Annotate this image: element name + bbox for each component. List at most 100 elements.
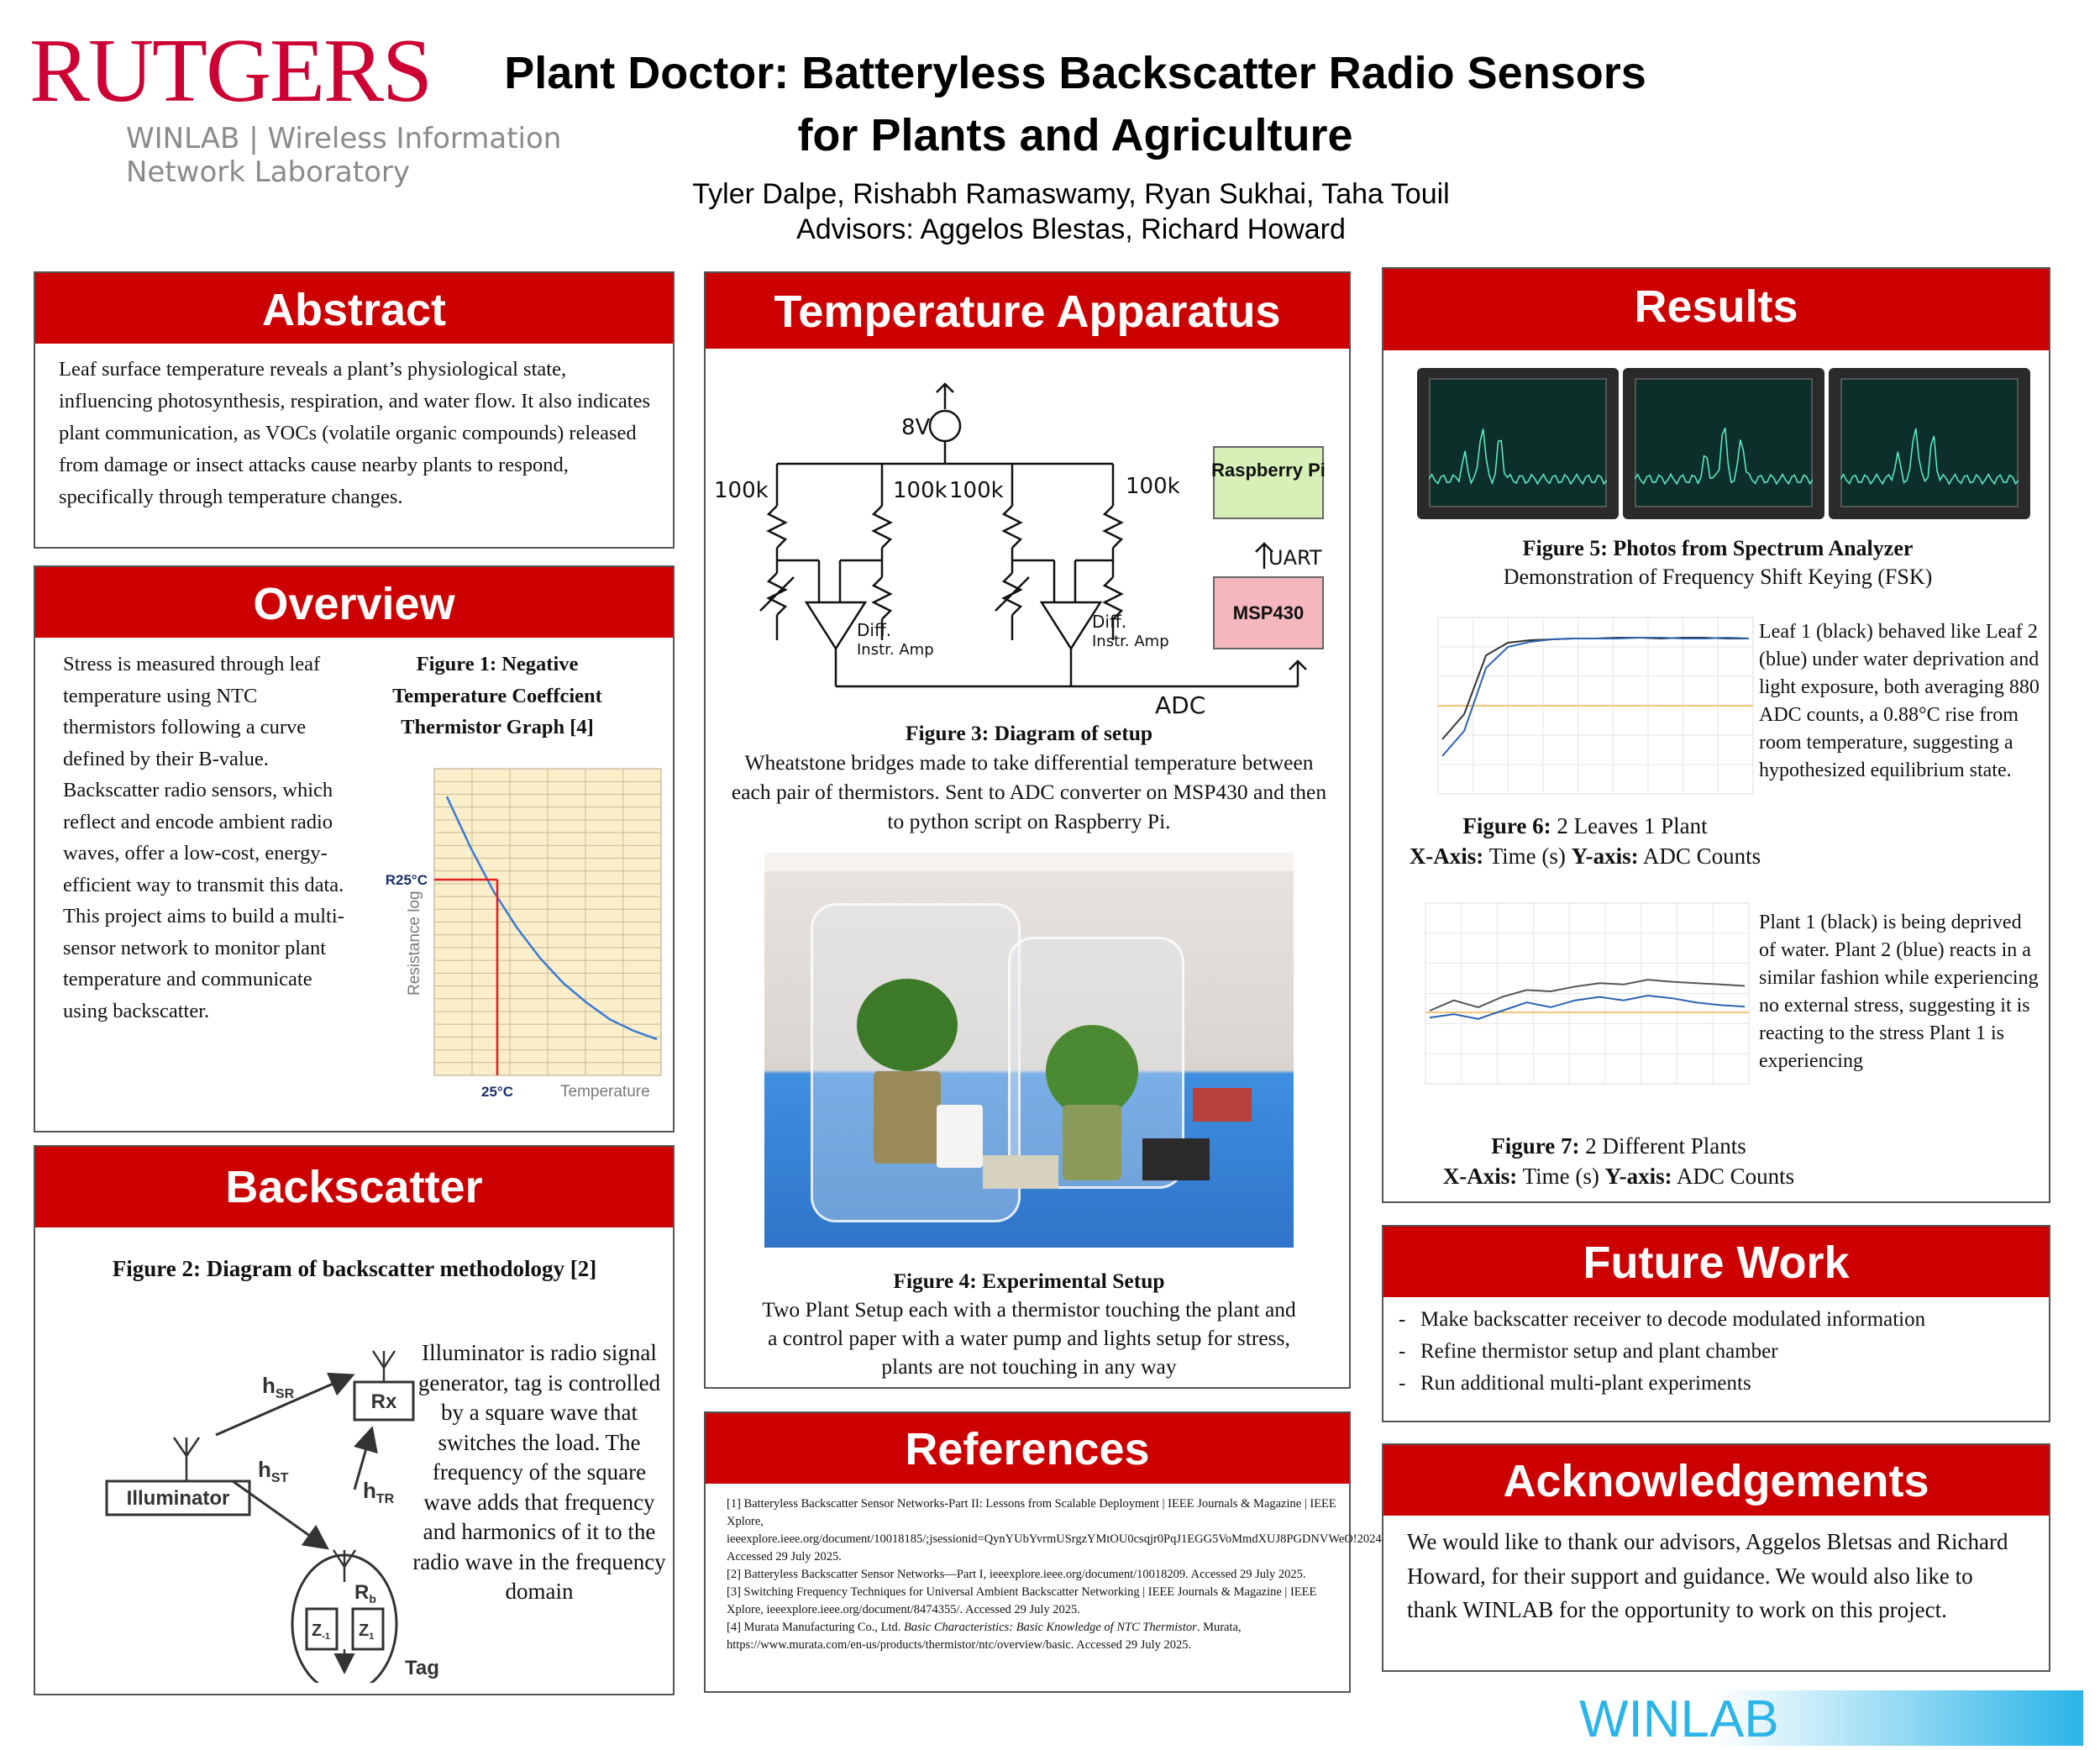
fig6-series-blue xyxy=(1441,636,1750,757)
resistor-label-3: 100k xyxy=(949,478,1004,503)
diff-label-1: Diff. xyxy=(857,620,891,640)
diff-label-2: Diff. xyxy=(1092,612,1126,632)
msp430-label: MSP430 xyxy=(1233,602,1304,623)
circuit-board-2 xyxy=(1142,1138,1210,1180)
authors: Tyler Dalpe, Rishabh Ramaswamy, Ryan Suk… xyxy=(692,178,1450,210)
fig7-series-black xyxy=(1429,979,1746,1012)
temperature-panel: Temperature Apparatus xyxy=(704,271,1351,1389)
circuit-board-1 xyxy=(983,1155,1058,1189)
plant-right xyxy=(1046,1025,1138,1117)
resistor-label-2: 100k xyxy=(893,478,948,503)
fig6-axes-line: X-Axis: Time (s) Y-axis: ADC Counts xyxy=(1409,843,1761,869)
hst-arrow xyxy=(232,1479,329,1550)
backscatter-text: Illuminator is radio signal generator, t… xyxy=(412,1340,666,1604)
hsr-arrow xyxy=(215,1372,355,1437)
htr-label: hTR xyxy=(363,1478,395,1506)
title-line1: Plant Doctor: Batteryless Backscatter Ra… xyxy=(504,48,1646,98)
htr-arrow xyxy=(353,1426,378,1490)
acknowledgements-heading: Acknowledgements xyxy=(1383,1445,2049,1516)
fig6-description: Leaf 1 (black) behaved like Leaf 2 (blue… xyxy=(1759,621,2040,781)
8v-label: 8V xyxy=(901,415,931,440)
advisors: Advisors: Aggelos Blestas, Richard Howar… xyxy=(796,213,1346,245)
overview-panel: Overview Stress is measured through leaf… xyxy=(34,565,675,1133)
fig5-caption: Figure 5: Photos from Spectrum Analyzer … xyxy=(1400,534,2035,591)
winlab-footer-text: WINLAB xyxy=(1579,1690,1779,1748)
references-panel: References [1] Batteryless Backscatter S… xyxy=(704,1411,1421,1693)
future-work-item: Make backscatter receiver to decode modu… xyxy=(1399,1304,2037,1336)
diff-amp-1-icon xyxy=(804,601,868,651)
spectrum-photo-2 xyxy=(1623,368,1824,519)
circuit-board-3 xyxy=(1193,1088,1252,1122)
rx-antenna-icon xyxy=(371,1350,396,1382)
logo-sub-line2: Network Laboratory xyxy=(126,155,410,189)
25c-label: 25°C xyxy=(481,1084,513,1100)
author-block: Tyler Dalpe, Rishabh Ramaswamy, Ryan Suk… xyxy=(546,176,1596,247)
fig7-chart xyxy=(1425,902,1750,1085)
future-work-item: Refine thermistor setup and plant chambe… xyxy=(1399,1336,2037,1368)
plant-right-pot xyxy=(1063,1105,1121,1180)
references-heading: References xyxy=(706,1413,1349,1484)
rutgers-logo: RUTGERS xyxy=(29,21,433,121)
abstract-heading: Abstract xyxy=(35,273,673,344)
hsr-label: hSR xyxy=(262,1373,295,1401)
ntc-thermistor-chart: R25°C Resistance log 25°C Temperature xyxy=(386,768,662,1101)
results-heading: Results xyxy=(1383,269,2049,350)
fig2-caption: Figure 2: Diagram of backscatter methodo… xyxy=(112,1256,597,1281)
fig5-text: Demonstration of Frequency Shift Keying … xyxy=(1503,565,1933,589)
illuminator-box xyxy=(105,1479,251,1516)
spectrum-photo-3 xyxy=(1829,368,2030,519)
experimental-setup-photo xyxy=(764,853,1294,1248)
z1-box xyxy=(351,1607,385,1651)
ntc-y-axis-label: Resistance log xyxy=(406,891,423,996)
resistor-label-4: 100k xyxy=(1126,474,1180,499)
hst-label: hST xyxy=(258,1457,289,1485)
fig3-text: Wheatstone bridges made to take differen… xyxy=(731,750,1327,833)
logo-sub-line1: WINLAB | Wireless Information xyxy=(126,122,562,155)
ntc-curve xyxy=(445,796,658,1041)
r25-label: R25°C xyxy=(386,872,428,888)
abstract-text: Leaf surface temperature reveals a plant… xyxy=(59,358,650,508)
title-line2: for Plants and Agriculture xyxy=(797,110,1353,160)
illuminator-label: Illuminator xyxy=(127,1487,230,1510)
rx-label: Rx xyxy=(371,1390,397,1413)
raspberry-pi-label: Raspberry Pi xyxy=(1211,460,1326,481)
fig1-caption: Figure 1: Negative Temperature Coeffcien… xyxy=(392,653,602,738)
fig7-caption: Figure 7: 2 Different Plants X-Axis: Tim… xyxy=(1392,1131,1845,1191)
ntc-x-axis-label: Temperature xyxy=(560,1083,650,1101)
8v-supply-icon xyxy=(928,409,962,443)
circuit-diagram: 8V 100k 100k 100k 100k Diff. Instr. Amp … xyxy=(714,382,1326,719)
reference-1: [1] Batteryless Backscatter Sensor Netwo… xyxy=(727,1497,1421,1563)
fig6-chart xyxy=(1437,617,1754,795)
future-work-panel: Future Work Make backscatter receiver to… xyxy=(1382,1225,2050,1422)
illuminator-antenna-icon xyxy=(172,1437,201,1481)
rb-label: Rb xyxy=(354,1581,376,1605)
overview-heading: Overview xyxy=(35,567,673,638)
poster-title: Plant Doctor: Batteryless Backscatter Ra… xyxy=(361,42,1789,166)
future-work-list: Make backscatter receiver to decode modu… xyxy=(1399,1304,2037,1400)
plant-left xyxy=(857,979,958,1071)
raspberry-pi-box xyxy=(1213,446,1324,519)
instr-label-2: Instr. Amp xyxy=(1092,633,1169,650)
backscatter-diagram: Illuminator Rx hSR hST hTR Rb Z-1 Z1 xyxy=(105,1350,438,1683)
fig7-axes-line: X-Axis: Time (s) Y-axis: ADC Counts xyxy=(1442,1164,1795,1189)
reference-list: [1] Batteryless Backscatter Sensor Netwo… xyxy=(727,1495,1421,1654)
spectrum-photo-1 xyxy=(1417,368,1619,519)
rx-box xyxy=(353,1380,415,1422)
msp430-box xyxy=(1213,576,1324,649)
adc-label: ADC xyxy=(1155,691,1205,719)
z-1-box xyxy=(305,1607,339,1651)
fig4-title: Figure 4: Experimental Setup xyxy=(893,1269,1165,1293)
diff-amp-2-icon xyxy=(1039,601,1103,651)
abstract-panel: Abstract Leaf surface temperature reveal… xyxy=(34,271,675,549)
instr-label-1: Instr. Amp xyxy=(857,641,934,659)
uart-label: UART xyxy=(1268,546,1322,570)
acknowledgements-panel: Acknowledgements We would like to thank … xyxy=(1382,1443,2050,1672)
acknowledgements-text: We would like to thank our advisors, Agg… xyxy=(1407,1529,2008,1622)
results-panel: Results Figure 5: Photos from Spectrum A… xyxy=(1382,267,2050,1203)
winlab-footer-logo: WINLAB xyxy=(1571,1690,2083,1746)
z-1-label: Z-1 xyxy=(312,1621,330,1642)
backscatter-panel: Backscatter Figure 2: Diagram of backsca… xyxy=(34,1145,675,1695)
resistor-label-1: 100k xyxy=(714,478,769,503)
future-work-item: Run additional multi-plant experiments xyxy=(1399,1368,2037,1400)
tag-label: Tag xyxy=(405,1657,438,1679)
